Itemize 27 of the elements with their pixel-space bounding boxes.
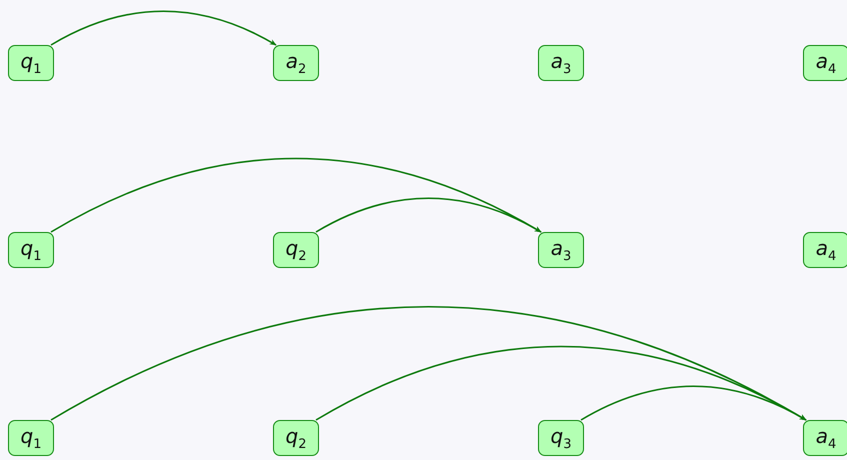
state-box [273, 420, 319, 456]
state-label: q$_{1}$ [20, 236, 42, 264]
state-label: q$_{2}$ [286, 424, 306, 452]
state-box [803, 420, 847, 456]
state-label: a$_{3}$ [550, 236, 572, 264]
arrow [316, 198, 542, 233]
state-label: a$_{4}$ [816, 424, 836, 452]
state-label: a$_{4}$ [816, 236, 836, 264]
state-box [803, 232, 847, 268]
state-box [803, 45, 847, 81]
state-box [538, 420, 584, 456]
state-label: q$_{1}$ [20, 49, 42, 77]
arrow [50, 10, 277, 46]
state-box [538, 232, 584, 268]
state-box [538, 45, 584, 81]
state-box [8, 232, 54, 268]
state-label: a$_{3}$ [550, 49, 572, 77]
state-box [8, 45, 54, 81]
state-label: q$_{1}$ [20, 424, 42, 452]
state-label: q$_{3}$ [550, 424, 572, 452]
state-box [273, 45, 319, 81]
state-label: a$_{2}$ [286, 49, 306, 77]
state-label: q$_{2}$ [286, 236, 306, 264]
state-box [273, 232, 319, 268]
state-box [8, 420, 54, 456]
state-label: a$_{4}$ [816, 49, 836, 77]
arrow [580, 386, 807, 421]
